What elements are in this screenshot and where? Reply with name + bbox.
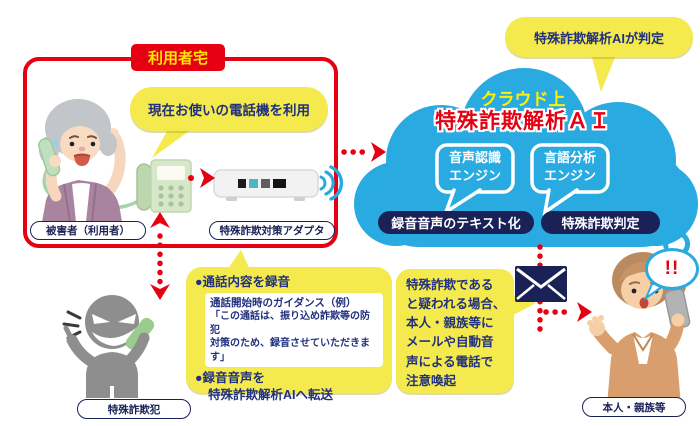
bubble-ai-verdict: 特殊詐欺解析AIが判定 [505,17,693,57]
cloud-location-label: クラウド上 [480,90,566,109]
engine-bubbles [435,143,610,217]
language-engine-bubble: 言語分析 エンジン [532,149,608,185]
elderly-woman-illustration [38,99,126,223]
bubble-alert-notice: 特殊詐欺である と疑われる場合、 本人・親族等に メールや自動音 声による電話で… [396,269,514,393]
adapter-device-icon [213,169,319,201]
fraudster-illustration [62,295,155,398]
alert-line: 注意喚起 [406,373,457,388]
cloud-curl [663,230,691,256]
alert-line: メールや自動音 [406,335,494,350]
alert-line: 本人・親族等に [406,316,494,331]
guidance-title: 通話開始時のガイダンス（例） [210,296,357,309]
adapter-label: 特殊詐欺対策アダプタ [209,221,335,240]
landline-phone-icon [136,159,192,213]
guidance-line-1: 「この通話は、振り込め詐欺等の防犯 [210,311,370,336]
fraudster-label: 特殊詐欺犯 [77,399,191,419]
exclamation-bubble: !! [645,248,699,290]
arrows [150,142,592,341]
advice-bullet-1: ●通話内容を録音 [195,275,291,289]
pill-text-conversion: 録音音声のテキスト化 [378,211,534,234]
engine-line: 音声認識 [448,150,501,165]
person-label: 本人・親族等 [582,397,686,417]
speech-engine-bubble: 音声認識 エンジン [437,149,513,185]
guidance-line-2: 対策のため、録音させていただきます」 [210,338,370,363]
envelope-icon [515,266,567,302]
alert-line: と疑われる場合、 [406,297,506,312]
bubble-recording-advice: ●通話内容を録音 通話開始時のガイダンス（例） 「この通話は、振り込め詐欺等の防… [186,267,392,402]
engine-line: エンジン [448,168,501,184]
alert-line: 特殊詐欺である [406,278,494,292]
wifi-signal-icon [319,165,344,201]
advice-bullet-2: ●録音音声を [195,371,266,386]
alert-line: 声による電話で [406,354,494,369]
engine-line: 言語分析 [543,150,596,165]
arrow-fraudster-to-home [150,212,170,228]
arrow-phone-to-adapter [200,168,215,188]
guidance-box: 通話開始時のガイダンス（例） 「この通話は、振り込め詐欺等の防犯 対策のため、録… [205,292,383,368]
home-title: 利用者宅 [131,44,225,71]
pill-fraud-judgement: 特殊詐欺判定 [541,211,660,234]
victim-label: 被害者（利用者） [30,221,146,240]
bubble-phone-use: 現在お使いの電話機を利用 [130,87,328,131]
advice-bullet-2-line-2: 特殊詐欺解析AIへ転送 [208,387,334,402]
engine-line: エンジン [543,168,596,184]
cloud-ai-title: 特殊詐欺解析ＡＩ [435,110,611,133]
